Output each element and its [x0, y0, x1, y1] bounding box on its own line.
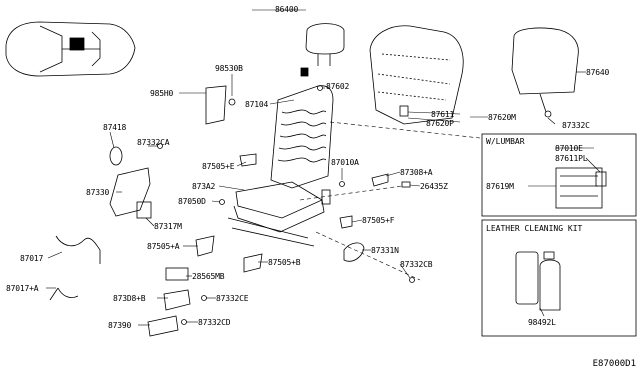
part-label-87017[interactable]: 87017 — [20, 254, 44, 263]
switch-assembly-icon — [147, 315, 179, 337]
part-label-98492l[interactable]: 98492L — [528, 318, 556, 327]
part-label-86400[interactable]: 86400 — [275, 5, 299, 14]
motor-icon — [136, 201, 152, 219]
part-label-985h0[interactable]: 985H0 — [150, 89, 174, 98]
headrest-icon — [300, 23, 345, 77]
wire-harness-a-icon — [49, 287, 79, 301]
part-label-873a2[interactable]: 873A2 — [192, 182, 216, 191]
diagram-code: E87000D1 — [592, 359, 636, 369]
screw-87332ce-icon — [201, 295, 207, 301]
screw-87602-icon — [317, 85, 323, 91]
part-label-87010e[interactable]: 87010E — [555, 144, 583, 153]
part-label-28565mb[interactable]: 28565MB — [192, 272, 225, 281]
part-label-87332c[interactable]: 87332C — [562, 121, 590, 130]
part-label-87611pl[interactable]: 87611PL — [555, 154, 588, 163]
part-label-87332ca[interactable]: 87332CA — [137, 138, 170, 147]
part-label-87620m[interactable]: 87620M — [488, 113, 516, 122]
side-shield-icon — [109, 167, 151, 217]
switch-a-icon — [371, 173, 389, 187]
leather-kit-box — [481, 219, 637, 337]
part-label-87505a[interactable]: 87505+A — [147, 242, 180, 251]
leather-kit-box-title: LEATHER CLEANING KIT — [486, 224, 583, 233]
switch-b-icon — [163, 289, 191, 311]
seat-back-cover-icon — [369, 25, 464, 125]
screw-87050d-icon — [219, 199, 225, 205]
screw-87010a-icon — [339, 181, 345, 187]
part-label-87330[interactable]: 87330 — [86, 188, 110, 197]
part-label-87505f[interactable]: 87505+F — [362, 216, 395, 225]
part-label-87640[interactable]: 87640 — [586, 68, 610, 77]
part-label-87619m[interactable]: 87619M — [486, 182, 514, 191]
cover-e-icon — [239, 153, 257, 167]
part-label-87620p[interactable]: 87620P — [426, 119, 454, 128]
lumbar-box — [481, 133, 637, 217]
part-label-87611[interactable]: 87611 — [431, 110, 455, 119]
part-label-87332ce[interactable]: 87332CE — [216, 294, 249, 303]
part-label-87332cb[interactable]: 87332CB — [400, 260, 433, 269]
seat-back-frame-icon — [270, 85, 334, 189]
part-label-87602[interactable]: 87602 — [326, 82, 350, 91]
cover-n-icon — [343, 242, 365, 262]
part-label-26435z[interactable]: 26435Z — [420, 182, 448, 191]
car-top-view-icon — [5, 21, 136, 77]
part-label-87104[interactable]: 87104 — [245, 100, 269, 109]
lumbar-box-title: W/LUMBAR — [486, 137, 525, 146]
part-label-87505b[interactable]: 87505+B — [268, 258, 301, 267]
recliner-knob-icon — [109, 146, 123, 166]
part-label-87331n[interactable]: 87331N — [371, 246, 399, 255]
bezel-icon — [165, 267, 189, 281]
cover-f-icon — [339, 215, 353, 229]
cleaning-kit-bottles-icon — [515, 251, 561, 311]
screw-87332cd-icon — [181, 319, 187, 325]
part-label-87390[interactable]: 87390 — [108, 321, 132, 330]
rear-cover-icon — [511, 27, 579, 118]
cover-a-icon — [195, 235, 215, 257]
part-label-87308a[interactable]: 87308+A — [400, 168, 433, 177]
lumbar-unit-icon — [555, 167, 607, 209]
bracket-icon — [401, 181, 411, 188]
part-label-98530b[interactable]: 98530B — [215, 64, 243, 73]
part-label-87418[interactable]: 87418 — [103, 123, 127, 132]
lumbar-knob-icon — [205, 85, 236, 125]
part-label-87505e[interactable]: 87505+E — [202, 162, 235, 171]
cover-b-icon — [243, 253, 263, 273]
part-label-87317m[interactable]: 87317M — [154, 222, 182, 231]
screw-87332cb-icon — [409, 277, 415, 283]
part-label-87050d[interactable]: 87050D — [178, 197, 206, 206]
wire-harness-icon — [55, 235, 101, 264]
part-label-87017a[interactable]: 87017+A — [6, 284, 39, 293]
part-label-873d8b[interactable]: 873D8+B — [113, 294, 146, 303]
seat-cushion-frame-icon — [227, 181, 331, 247]
part-label-87010a[interactable]: 87010A — [331, 158, 359, 167]
part-label-87332cd[interactable]: 87332CD — [198, 318, 231, 327]
